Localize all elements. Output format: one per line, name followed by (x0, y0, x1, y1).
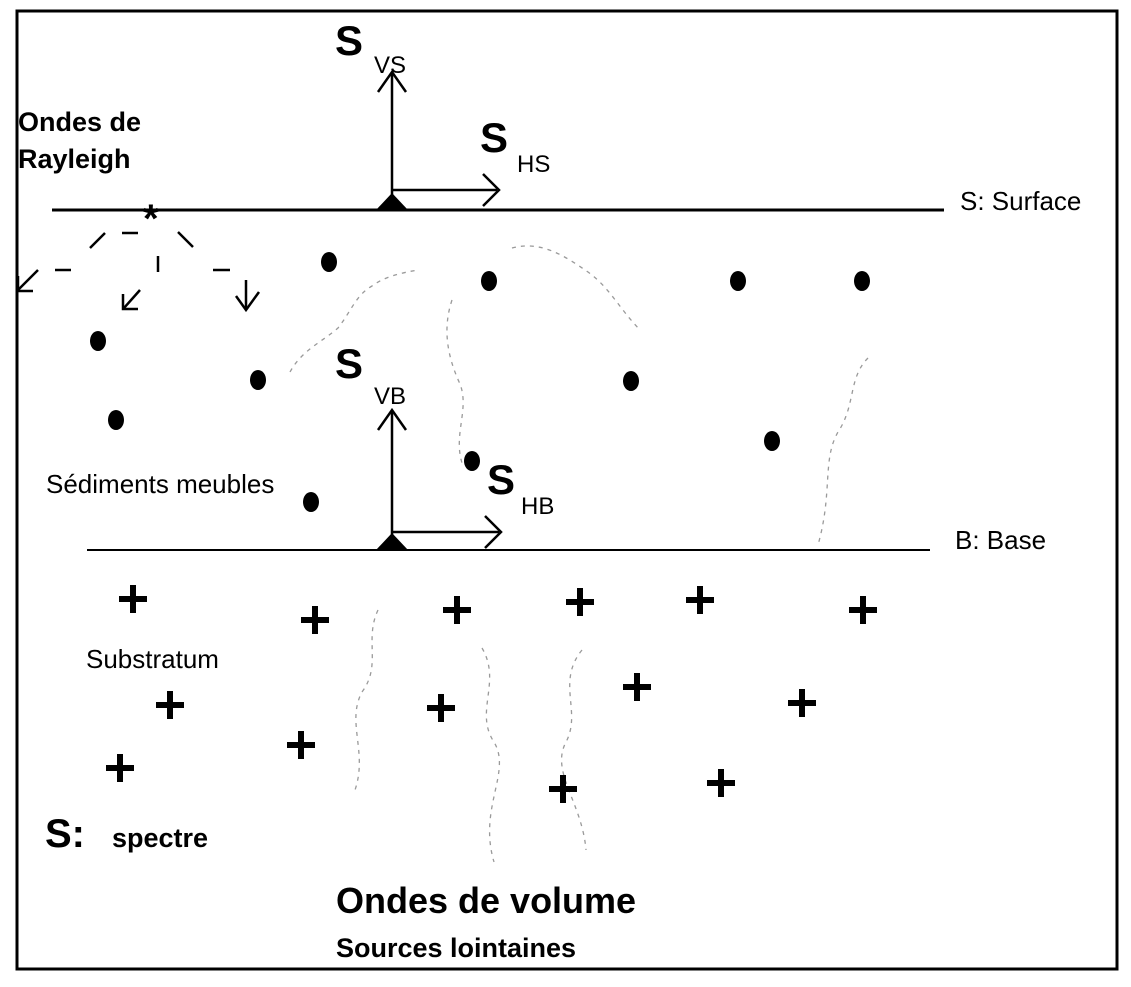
bedrock-plus-icon (443, 596, 471, 624)
s-hs-symbol: S (480, 114, 508, 161)
bedrock-plus-icon (156, 691, 184, 719)
sediment-wave-path (511, 245, 641, 331)
sediment-wave-path (817, 357, 869, 546)
surface-station-icon (376, 193, 408, 210)
s-hb-symbol: S (487, 456, 515, 503)
sediment-particle-icon (764, 431, 780, 451)
rayleigh-dash (177, 231, 194, 248)
bedrock-markers (106, 585, 877, 803)
bedrock-plus-icon (301, 606, 329, 634)
bedrock-wave-path (560, 649, 587, 851)
bedrock-plus-icon (686, 586, 714, 614)
rayleigh-label-line2: Rayleigh (18, 144, 131, 174)
bedrock-plus-icon (549, 775, 577, 803)
spectre-symbol: S: (45, 812, 85, 856)
sediment-particle-icon (303, 492, 319, 512)
arrow-down-left-icon (16, 269, 39, 293)
wave-paths (289, 245, 869, 863)
base-vector-arrows (376, 407, 503, 549)
s-hb-subscript: HB (521, 493, 554, 520)
sediment-particle-icon (464, 451, 480, 471)
rayleigh-dash (89, 232, 106, 249)
arrow-down-icon (234, 280, 261, 313)
base-station-icon (376, 533, 408, 550)
bedrock-plus-icon (427, 694, 455, 722)
bedrock-plus-icon (287, 731, 315, 759)
volume-waves-subtitle: Sources lointaines (336, 933, 576, 963)
rayleigh-radiation-pattern (16, 231, 261, 313)
surface-vector-arrows (376, 69, 501, 207)
substratum-label: Substratum (86, 644, 219, 674)
sediment-wave-path (289, 269, 419, 373)
arrowhead-up-icon (376, 69, 408, 93)
bedrock-plus-icon (566, 588, 594, 616)
s-vs-symbol: S (335, 17, 363, 64)
s-vs-subscript: VS (374, 52, 406, 79)
spectre-label: spectre (112, 823, 208, 853)
sediment-particle-icon (90, 331, 106, 351)
bedrock-plus-icon (788, 689, 816, 717)
sediment-particle-icon (854, 271, 870, 291)
sediment-particle-icon (108, 410, 124, 430)
arrowhead-up-icon (376, 407, 408, 431)
arrowhead-right-icon (482, 173, 501, 207)
arrowhead-right-icon (484, 515, 503, 549)
s-vb-symbol: S (335, 340, 363, 387)
sediment-particles (90, 252, 870, 512)
sediment-particle-icon (481, 271, 497, 291)
sediments-label: Sédiments meubles (46, 469, 274, 499)
bedrock-plus-icon (707, 769, 735, 797)
source-star-icon: * (143, 197, 159, 241)
sediment-particle-icon (321, 252, 337, 272)
rayleigh-label-line1: Ondes de (18, 107, 141, 137)
sediment-particle-icon (250, 370, 266, 390)
volume-waves-title: Ondes de volume (336, 880, 636, 921)
diagram-frame (15, 9, 1119, 971)
sediment-particle-icon (730, 271, 746, 291)
bedrock-wave-path (481, 647, 500, 863)
s-vb-subscript: VB (374, 383, 406, 410)
bedrock-plus-icon (849, 596, 877, 624)
bedrock-plus-icon (119, 585, 147, 613)
arrow-down-left-icon (121, 289, 141, 311)
bedrock-wave-path (354, 609, 379, 791)
surface-label: S: Surface (960, 186, 1081, 216)
base-label: B: Base (955, 525, 1046, 555)
bedrock-plus-icon (106, 754, 134, 782)
s-hs-subscript: HS (517, 151, 550, 178)
sediment-particle-icon (623, 371, 639, 391)
sediment-wave-path (446, 299, 464, 467)
bedrock-plus-icon (623, 673, 651, 701)
